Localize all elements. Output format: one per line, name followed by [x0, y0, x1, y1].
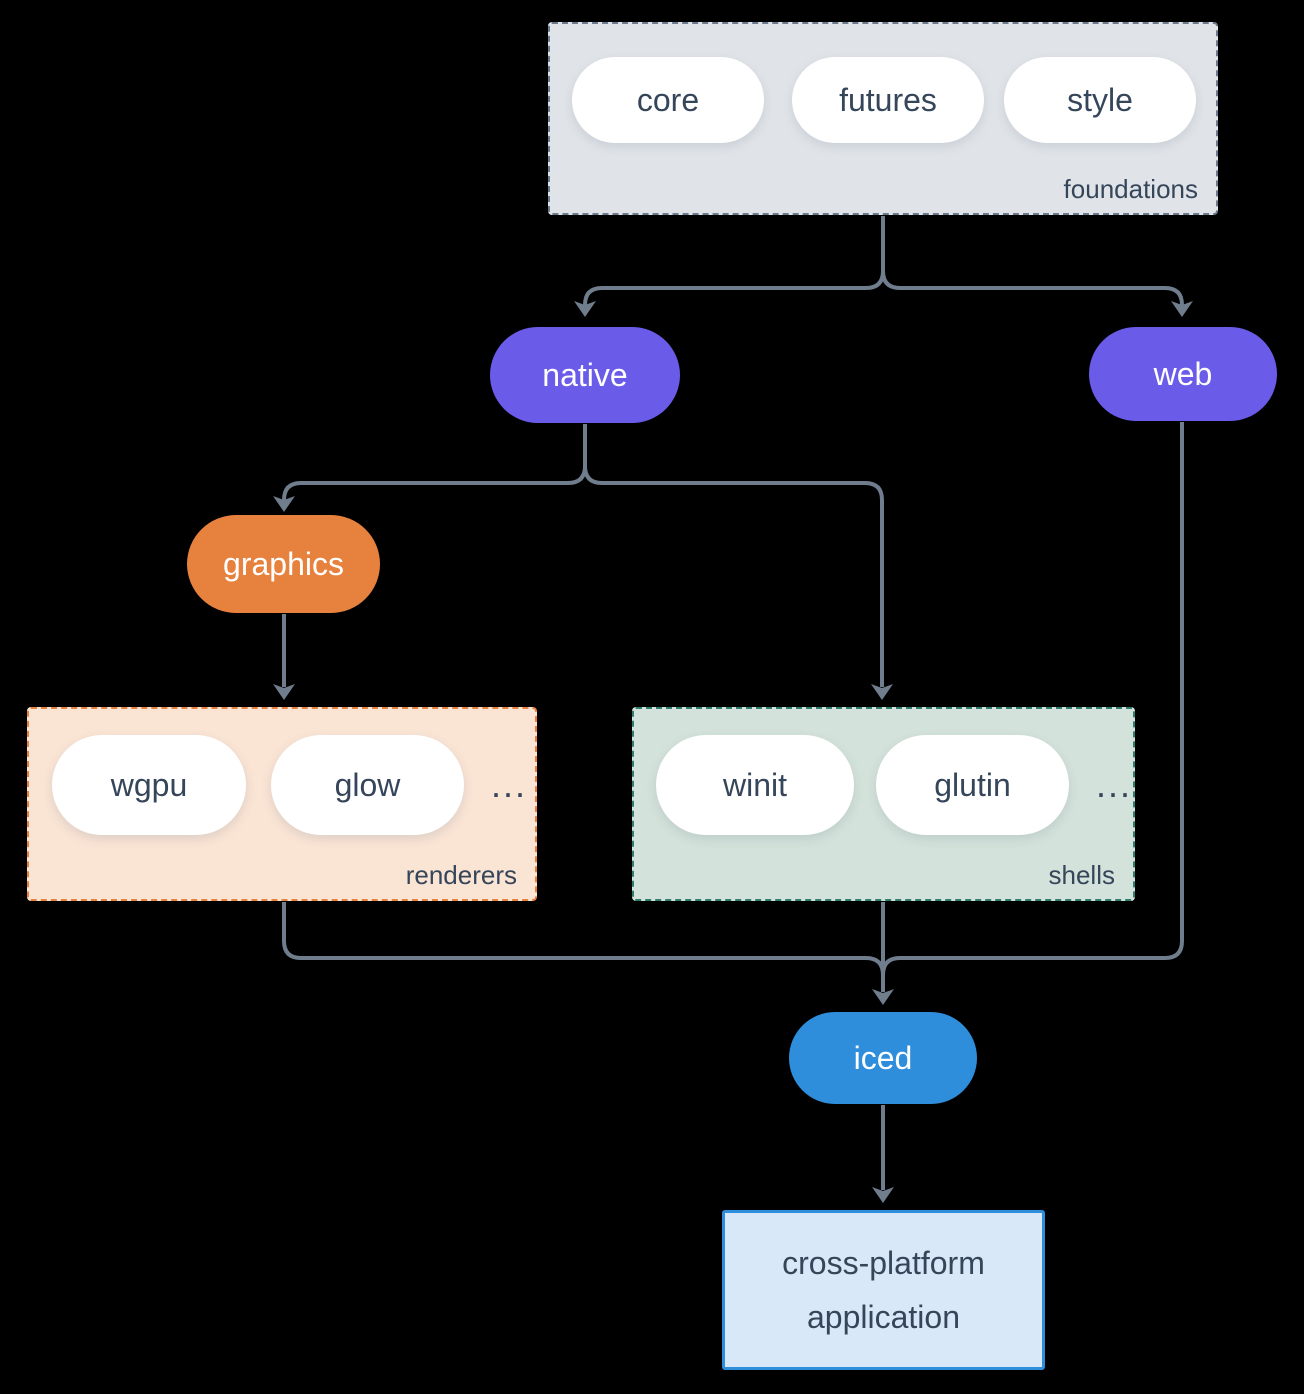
node-iced: iced — [789, 1012, 977, 1104]
renderers-ellipsis: ... — [490, 764, 527, 805]
node-cross-platform-application: cross-platform application — [722, 1210, 1045, 1370]
application-label-line2: application — [807, 1299, 960, 1335]
shells-group: winit glutin ... shells — [632, 707, 1135, 901]
edge-web-iced — [881, 422, 1184, 992]
edge-native-shells — [583, 424, 884, 687]
shells-label: shells — [1048, 860, 1115, 890]
node-native: native — [490, 327, 680, 423]
arrowhead-renderers — [273, 684, 295, 700]
pill-winit: winit — [656, 735, 854, 835]
pill-core: core — [572, 57, 764, 143]
pill-glow: glow — [271, 735, 464, 835]
edge-foundations-native — [583, 216, 885, 306]
pill-wgpu: wgpu — [52, 735, 246, 835]
edge-renderers-iced — [282, 902, 885, 992]
foundations-group: core futures style foundations — [548, 22, 1218, 215]
arrowhead-application — [872, 1187, 894, 1203]
pill-futures: futures — [792, 57, 984, 143]
pill-glutin: glutin — [876, 735, 1069, 835]
node-graphics: graphics — [187, 515, 380, 613]
foundations-label: foundations — [1063, 174, 1198, 204]
arrowhead-iced — [872, 989, 894, 1005]
arrowhead-web — [1171, 301, 1193, 317]
application-label-line1: cross-platform — [782, 1244, 985, 1281]
arrowhead-native — [574, 301, 596, 317]
renderers-label: renderers — [405, 860, 517, 890]
renderers-group: wgpu glow ... renderers — [27, 707, 537, 901]
shells-ellipsis: ... — [1095, 764, 1132, 805]
node-web: web — [1089, 327, 1277, 421]
arrowhead-shells — [871, 684, 893, 700]
edge-native-graphics — [282, 424, 587, 501]
arrowhead-graphics — [273, 496, 295, 512]
pill-style: style — [1004, 57, 1196, 143]
edge-foundations-web — [881, 216, 1184, 306]
